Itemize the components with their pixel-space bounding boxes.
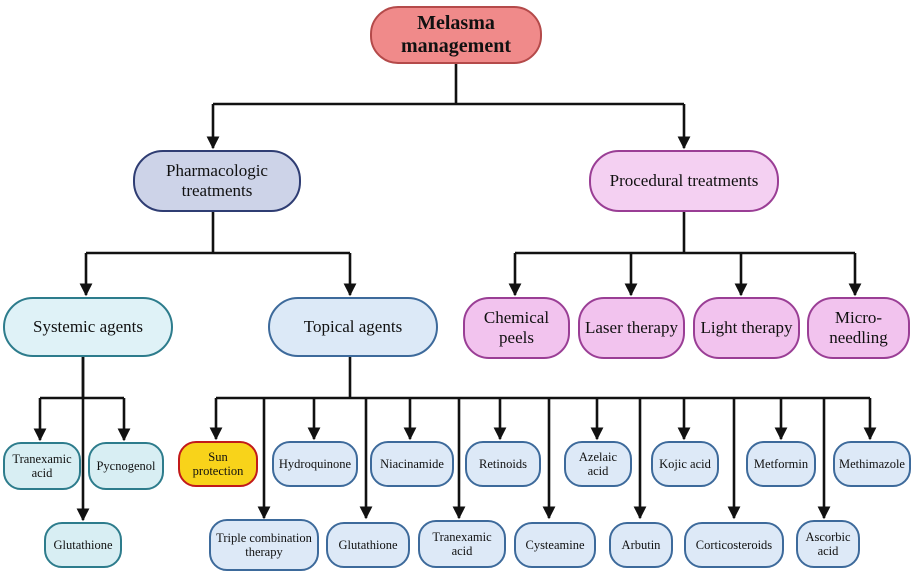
topical-glutathione: Glutathione: [326, 522, 410, 568]
topical-niacinamide: Niacinamide: [370, 441, 454, 487]
procedural-laser-therapy: Laser therapy: [578, 297, 685, 359]
branch-procedural-treatments: Procedural treatments: [589, 150, 779, 212]
topical-metformin: Metformin: [746, 441, 816, 487]
topical-methimazole: Methimazole: [833, 441, 911, 487]
topical-sun-protection: Sun protection: [178, 441, 258, 487]
topical-cysteamine: Cysteamine: [514, 522, 596, 568]
procedural-light-therapy: Light therapy: [693, 297, 800, 359]
topical-azelaic-acid: Azelaic acid: [564, 441, 632, 487]
procedural-micro-needling: Micro-needling: [807, 297, 910, 359]
topical-triple-combination-therapy: Triple combination therapy: [209, 519, 319, 571]
category-topical-agents: Topical agents: [268, 297, 438, 357]
branch-pharmacologic-treatments: Pharmacologic treatments: [133, 150, 301, 212]
systemic-pycnogenol: Pycnogenol: [88, 442, 164, 490]
topical-arbutin: Arbutin: [609, 522, 673, 568]
root-node-melasma-management: Melasma management: [370, 6, 542, 64]
topical-kojic-acid: Kojic acid: [651, 441, 719, 487]
topical-corticosteroids: Corticosteroids: [684, 522, 784, 568]
topical-ascorbic-acid: Ascorbic acid: [796, 520, 860, 568]
procedural-chemical-peels: Chemical peels: [463, 297, 570, 359]
category-systemic-agents: Systemic agents: [3, 297, 173, 357]
topical-hydroquinone: Hydroquinone: [272, 441, 358, 487]
topical-retinoids: Retinoids: [465, 441, 541, 487]
systemic-tranexamic-acid: Tranexamic acid: [3, 442, 81, 490]
systemic-glutathione: Glutathione: [44, 522, 122, 568]
topical-tranexamic-acid: Tranexamic acid: [418, 520, 506, 568]
